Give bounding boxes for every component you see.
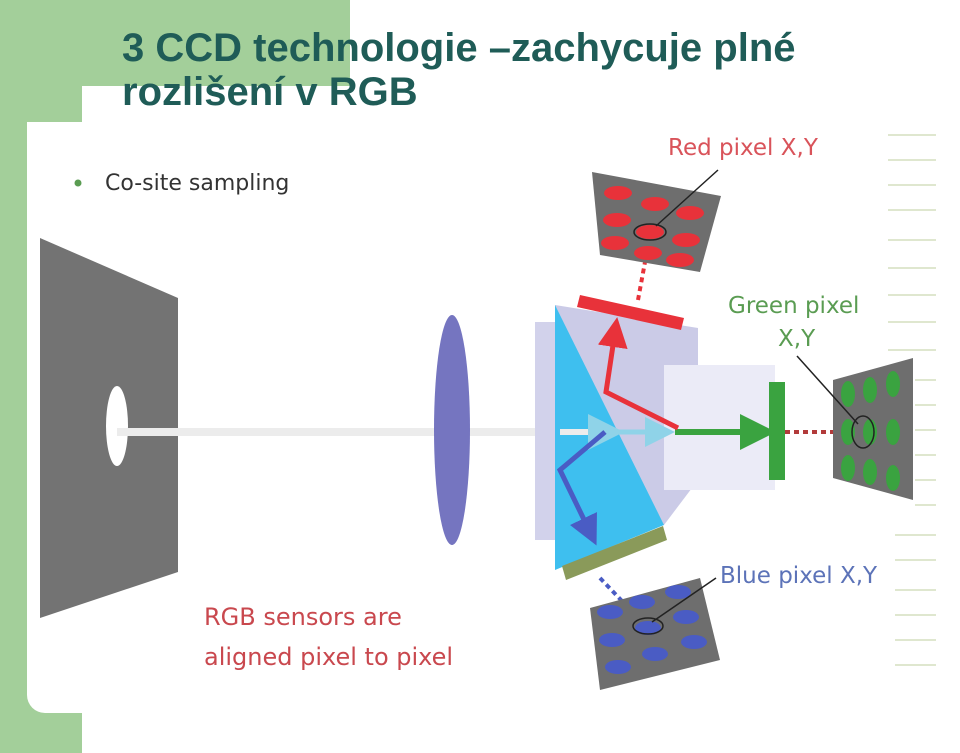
green-label-pointer <box>796 355 859 425</box>
green-pixel-label-coords: X,Y <box>778 326 816 352</box>
ruled-lines-decoration <box>888 134 936 666</box>
green-pixel-panel <box>833 358 913 500</box>
blue-sensor-strip <box>562 526 667 580</box>
red-sensor-strip <box>577 295 684 330</box>
caption-line-1: RGB sensors are <box>204 603 402 631</box>
blue-label-pointer <box>651 577 717 623</box>
blue-pixel-label: Blue pixel X,Y <box>720 563 878 589</box>
diagram-panel: Co-site sampling <box>27 122 957 713</box>
blue-arrow <box>556 430 607 546</box>
lens <box>434 315 470 545</box>
aperture <box>106 386 128 466</box>
blue-pixel-panel <box>590 578 720 690</box>
bullet-dot <box>74 179 82 187</box>
decorative-top-band <box>82 0 350 86</box>
red-pixel-label: Red pixel X,Y <box>668 135 819 161</box>
red-label-pointer <box>655 169 719 227</box>
caption-line-2: aligned pixel to pixel <box>204 643 453 671</box>
panel-background <box>27 122 957 713</box>
green-pixel-label: Green pixel <box>728 293 859 319</box>
red-arrow <box>597 317 680 431</box>
slide-title-line-2: rozlišení v RGB <box>122 70 418 114</box>
slide-title: 3 CCD technologie –zachycuje plné rozliš… <box>122 26 796 114</box>
slide-title-line-1: 3 CCD technologie –zachycuje plné <box>122 26 796 70</box>
green-sensor-strip <box>769 382 785 480</box>
extension-box <box>664 365 775 490</box>
bullet-text: Co-site sampling <box>105 171 289 196</box>
ccd-diagram: Co-site sampling <box>27 122 957 713</box>
